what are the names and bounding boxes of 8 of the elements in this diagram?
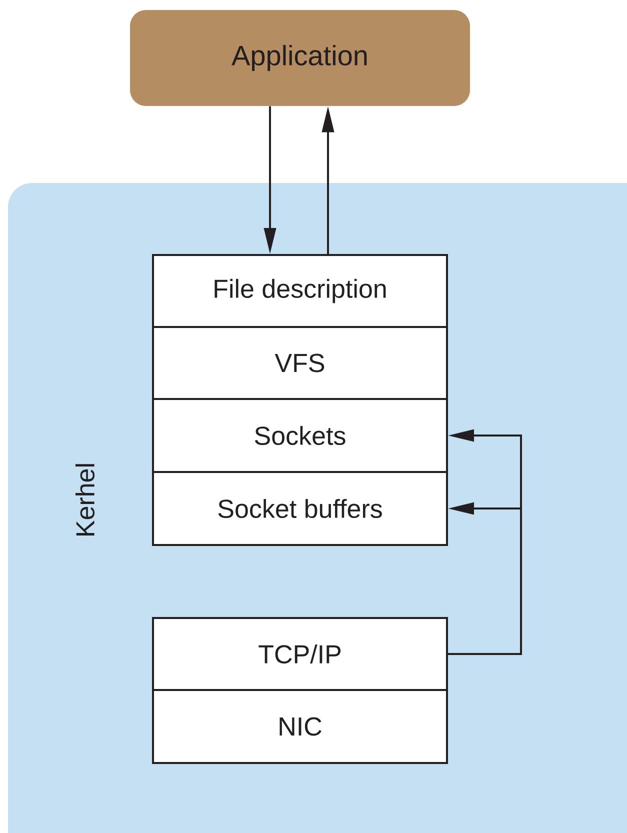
app-box: Application <box>130 10 470 106</box>
layer-box: NIC <box>152 689 448 764</box>
layer-box: VFS <box>152 326 448 400</box>
layer-box: File description <box>152 254 448 328</box>
layer-box: Socket buffers <box>152 471 448 546</box>
arrow <box>448 502 522 655</box>
layer-box: Sockets <box>152 398 448 473</box>
layer-box: TCP/IP <box>152 617 448 691</box>
